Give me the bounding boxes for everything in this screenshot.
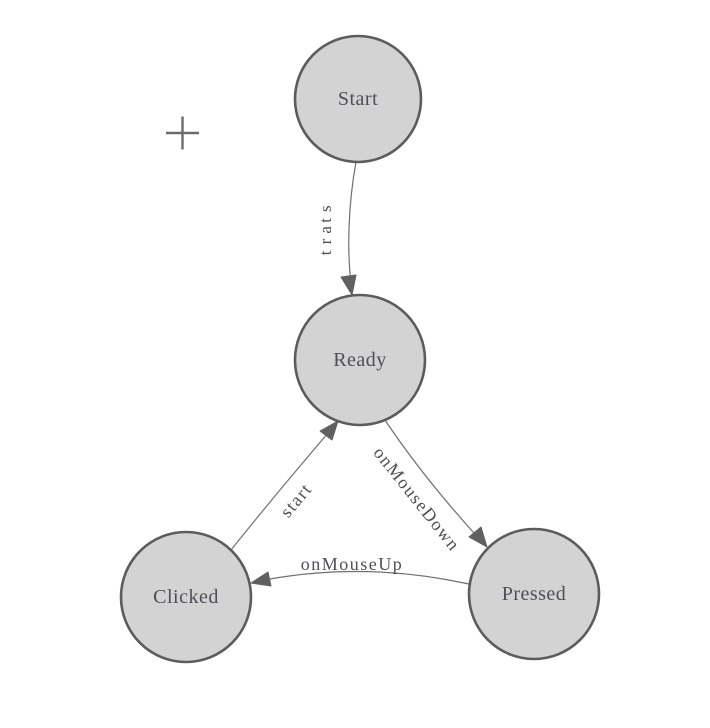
node-start-circle	[293, 34, 423, 164]
node-ready[interactable]: Ready	[293, 293, 427, 427]
node-clicked-circle	[119, 530, 253, 664]
arrowhead-icon	[340, 274, 357, 296]
edge-label-ready-to-pressed: onMouseDown	[369, 443, 464, 555]
edge-pressed-to-clicked[interactable]: onMouseUp	[250, 554, 470, 587]
node-start-label: Start	[338, 88, 378, 110]
node-ready-circle	[293, 293, 427, 427]
node-pressed-circle	[467, 527, 601, 661]
plus-cursor-icon	[166, 116, 199, 150]
node-clicked[interactable]: Clicked	[119, 530, 253, 664]
node-clicked-label: Clicked	[153, 586, 219, 608]
arrowhead-icon	[250, 571, 272, 587]
arrowhead-icon	[468, 526, 488, 548]
node-pressed-label: Pressed	[502, 583, 567, 605]
edge-clicked-to-ready[interactable]: start	[230, 420, 339, 551]
arrowhead-icon	[319, 420, 339, 441]
edge-start-to-ready-path	[348, 161, 357, 292]
edge-label-clicked-to-ready: start	[276, 479, 316, 521]
edge-clicked-to-ready-path	[230, 425, 335, 551]
edge-pressed-to-clicked-path	[253, 570, 470, 585]
edge-ready-to-pressed-path	[384, 419, 485, 545]
node-pressed[interactable]: Pressed	[467, 527, 601, 661]
edge-label-pressed-to-clicked: onMouseUp	[301, 554, 404, 574]
node-ready-label: Ready	[333, 349, 387, 371]
edge-ready-to-pressed[interactable]: onMouseDown	[369, 419, 488, 555]
node-start[interactable]: Start	[293, 34, 423, 164]
